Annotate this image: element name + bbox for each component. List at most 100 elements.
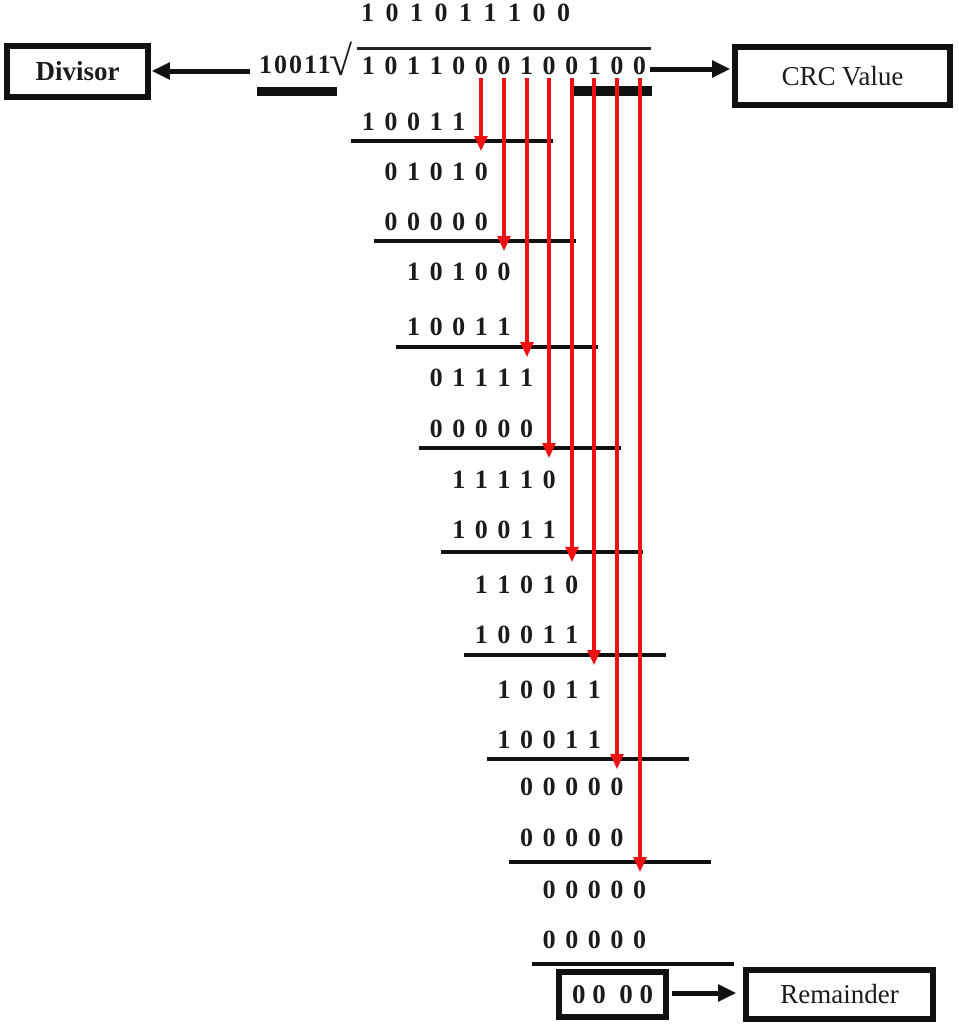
divisor-arrow-shaft bbox=[170, 69, 250, 74]
subtraction-line bbox=[441, 550, 644, 554]
step-digit: 0 bbox=[542, 725, 556, 754]
subtraction-line bbox=[486, 757, 689, 761]
step-digit: 0 bbox=[429, 207, 443, 236]
step-digit: 0 bbox=[565, 772, 579, 801]
dividend-digit: 0 bbox=[632, 51, 646, 80]
step-digit: 0 bbox=[474, 515, 488, 544]
bring-down-arrow-head-icon bbox=[632, 857, 647, 872]
bring-down-arrow-head-icon bbox=[587, 650, 602, 665]
bring-down-arrow-head-icon bbox=[519, 342, 534, 357]
step-digit: 1 bbox=[565, 725, 579, 754]
step-digit: 1 bbox=[587, 725, 601, 754]
step-digit: 0 bbox=[542, 925, 556, 954]
bring-down-arrow-head-icon bbox=[496, 236, 511, 251]
step-digit: 0 bbox=[542, 875, 556, 904]
step-digit: 1 bbox=[565, 620, 579, 649]
step-digit: 0 bbox=[519, 570, 533, 599]
divisor-box: Divisor bbox=[4, 43, 151, 100]
dividend-digit: 0 bbox=[384, 51, 398, 80]
bring-down-arrow-head-icon bbox=[609, 754, 624, 769]
bring-down-arrow-shaft bbox=[637, 78, 642, 858]
step-digit: 1 bbox=[361, 107, 375, 136]
step-digit: 1 bbox=[587, 675, 601, 704]
bring-down-arrow-head-icon bbox=[474, 136, 489, 151]
step-digit: 0 bbox=[474, 157, 488, 186]
step-digit: 0 bbox=[406, 207, 420, 236]
bring-down-arrow-head-icon bbox=[564, 547, 579, 562]
step-digit: 0 bbox=[429, 257, 443, 286]
subtraction-line bbox=[531, 962, 734, 966]
step-digit: 1 bbox=[452, 157, 466, 186]
dividend-digit: 0 bbox=[452, 51, 466, 80]
step-digit: 0 bbox=[587, 823, 601, 852]
dividend-digit: 1 bbox=[519, 51, 533, 80]
crc-arrow-shaft bbox=[650, 67, 714, 72]
step-digit: 0 bbox=[587, 875, 601, 904]
dividend-digit: 1 bbox=[406, 51, 420, 80]
step-digit: 0 bbox=[519, 620, 533, 649]
step-digit: 0 bbox=[542, 675, 556, 704]
subtraction-line bbox=[373, 239, 576, 243]
step-digit: 0 bbox=[632, 875, 646, 904]
step-digit: 1 bbox=[497, 363, 511, 392]
crc-arrow-head-icon bbox=[712, 60, 730, 78]
step-digit: 1 bbox=[519, 465, 533, 494]
step-digit: 0 bbox=[610, 875, 624, 904]
step-digit: 0 bbox=[429, 312, 443, 341]
bring-down-arrow-shaft bbox=[479, 78, 484, 137]
step-digit: 1 bbox=[452, 363, 466, 392]
step-digit: 0 bbox=[610, 925, 624, 954]
step-digit: 0 bbox=[429, 414, 443, 443]
step-digit: 1 bbox=[429, 107, 443, 136]
step-digit: 1 bbox=[452, 257, 466, 286]
bring-down-arrow-shaft bbox=[547, 78, 552, 444]
step-digit: 1 bbox=[565, 675, 579, 704]
dividend-digit: 1 bbox=[361, 51, 375, 80]
remainder-value-box: 0 0 0 0 bbox=[556, 969, 669, 1020]
step-digit: 1 bbox=[406, 257, 420, 286]
step-digit: 0 bbox=[429, 363, 443, 392]
step-digit: 1 bbox=[497, 725, 511, 754]
dividend-digit: 0 bbox=[610, 51, 624, 80]
remainder-box: Remainder bbox=[743, 967, 936, 1022]
subtraction-line bbox=[509, 860, 712, 864]
bring-down-arrow-shaft bbox=[569, 78, 574, 548]
step-digit: 0 bbox=[587, 772, 601, 801]
crc-value-box-label: CRC Value bbox=[781, 60, 904, 91]
step-digit: 1 bbox=[474, 363, 488, 392]
bring-down-arrow-shaft bbox=[501, 78, 506, 237]
step-digit: 1 bbox=[519, 515, 533, 544]
step-digit: 0 bbox=[384, 107, 398, 136]
step-digit: 0 bbox=[519, 675, 533, 704]
step-digit: 1 bbox=[497, 465, 511, 494]
crc-value-box: CRC Value bbox=[732, 44, 953, 108]
step-digit: 1 bbox=[542, 515, 556, 544]
step-digit: 1 bbox=[497, 675, 511, 704]
step-digit: 0 bbox=[565, 823, 579, 852]
step-digit: 1 bbox=[474, 570, 488, 599]
dividend-digit: 0 bbox=[542, 51, 556, 80]
step-digit: 1 bbox=[452, 107, 466, 136]
step-digit: 1 bbox=[474, 620, 488, 649]
divisor-arrow-head-icon bbox=[152, 62, 170, 80]
quotient-value: 1 0 1 0 1 1 1 0 0 bbox=[361, 0, 573, 27]
remainder-value: 0 0 0 0 bbox=[572, 979, 653, 1009]
crc-bits-underline-bar bbox=[571, 86, 652, 96]
step-digit: 0 bbox=[474, 414, 488, 443]
subtraction-line bbox=[396, 345, 599, 349]
remainder-arrow-head-icon bbox=[718, 984, 736, 1002]
step-digit: 0 bbox=[384, 207, 398, 236]
